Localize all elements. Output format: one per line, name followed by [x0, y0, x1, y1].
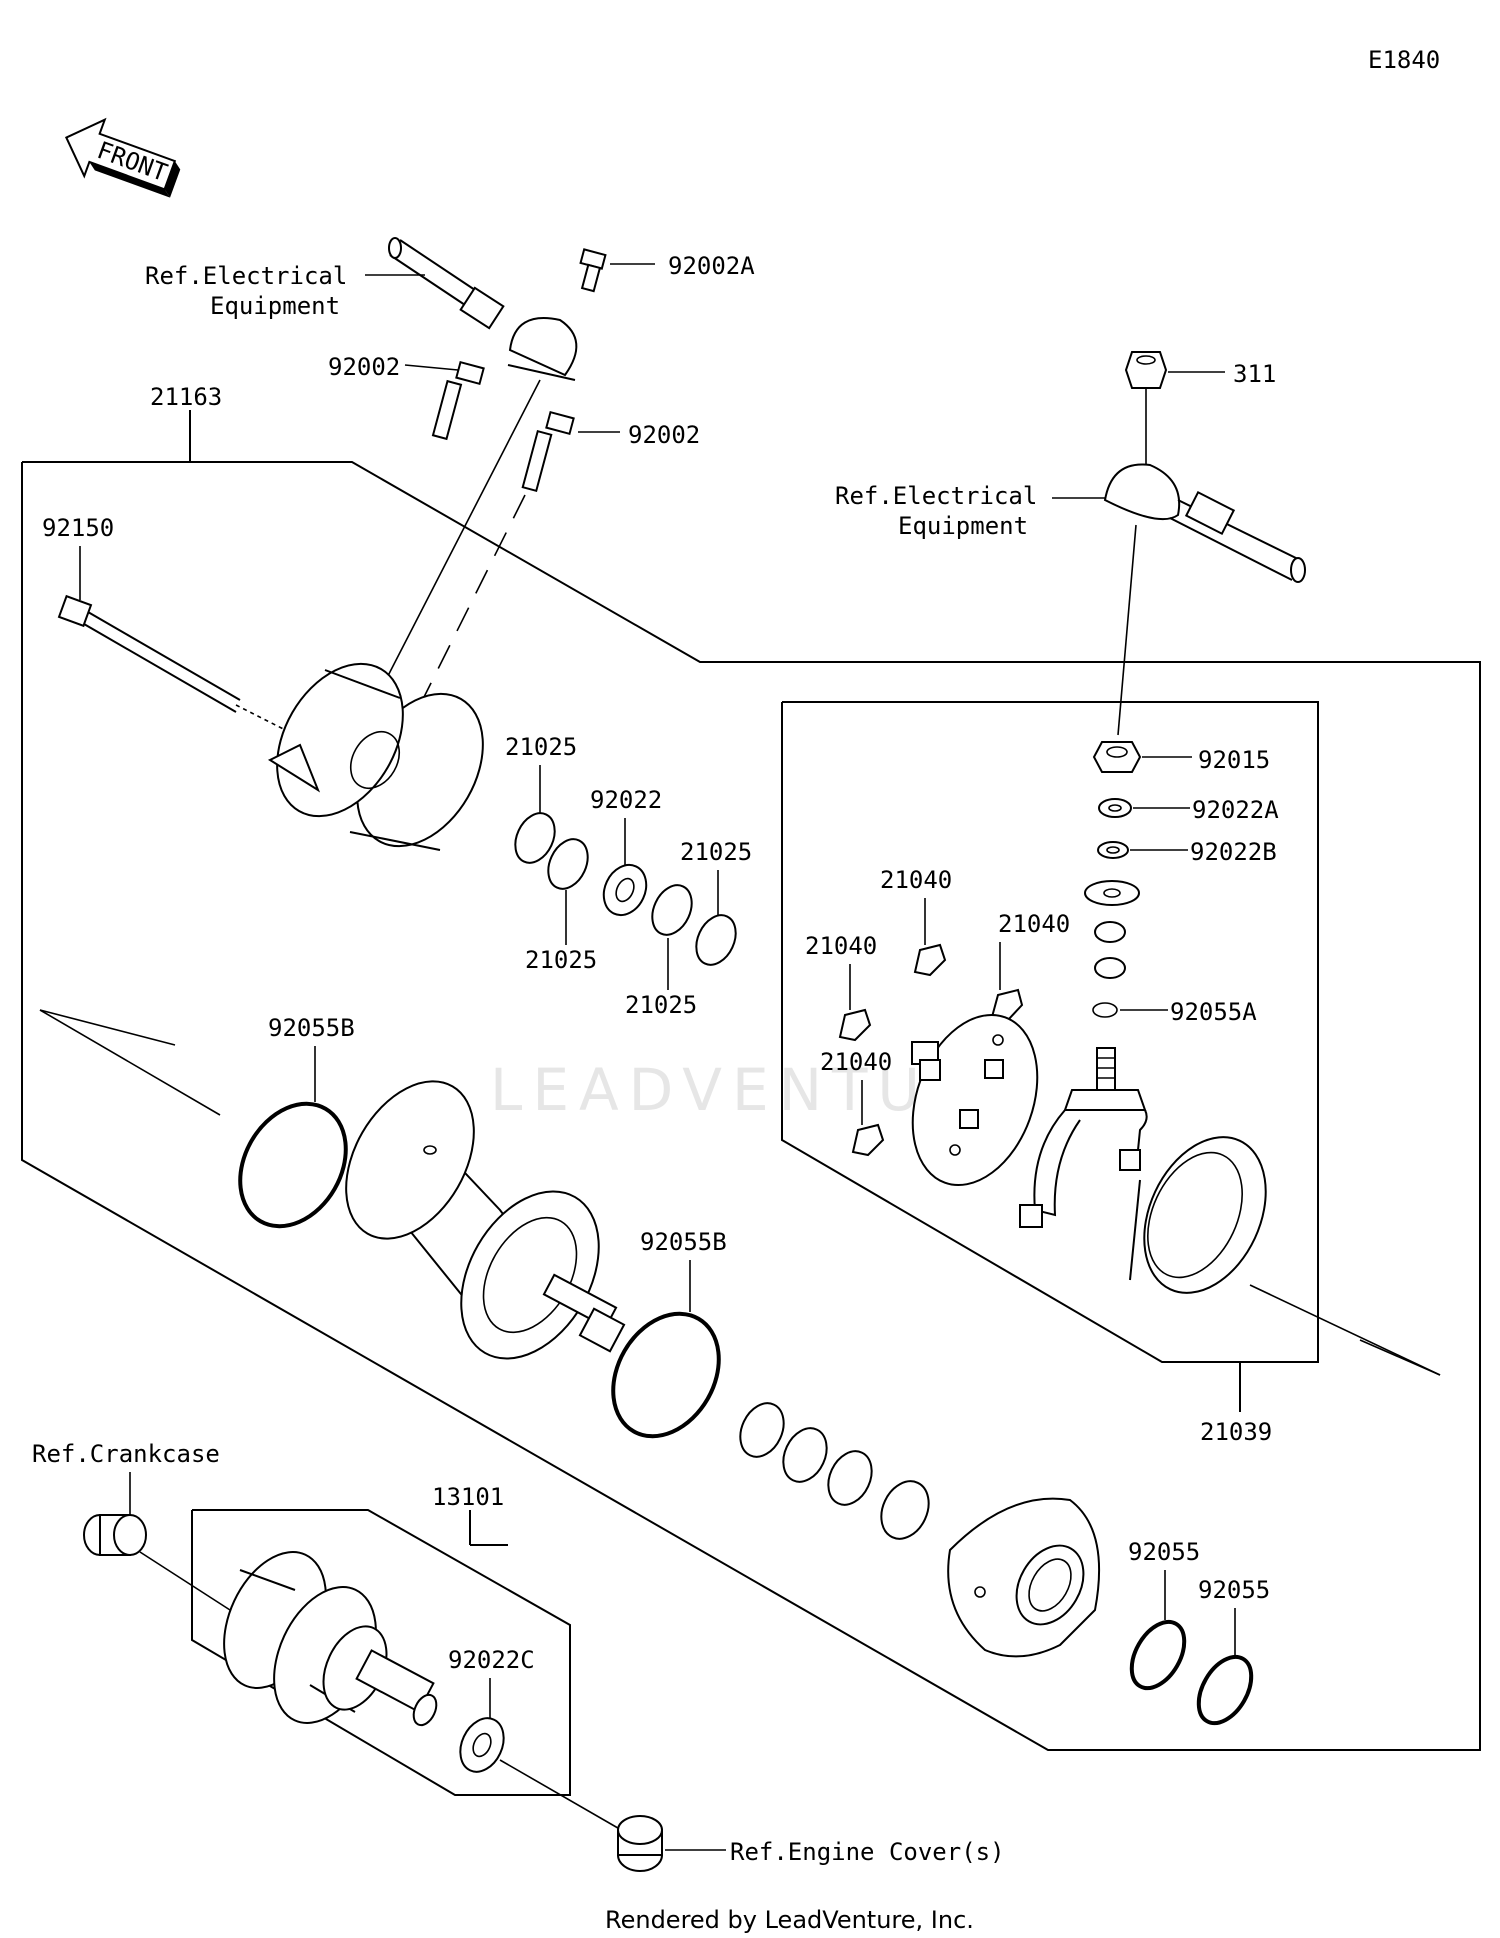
ref-engine-cover: Ref.Engine Cover(s)	[730, 1838, 1005, 1866]
ref-electrical-2-line2: Equipment	[898, 512, 1028, 540]
label-92055b-a: 92055B	[268, 1014, 355, 1042]
washer-92022c	[459, 1717, 505, 1773]
oring-92055-a	[1129, 1619, 1187, 1691]
oring-92055b-a	[238, 1101, 348, 1229]
label-21025-a: 21025	[505, 733, 577, 761]
label-21025-d: 21025	[680, 838, 752, 866]
label-92055a: 92055A	[1170, 998, 1257, 1026]
end-ring	[1129, 1136, 1267, 1294]
starter-cable-1	[388, 237, 578, 381]
leader-bolt-axis	[404, 494, 526, 736]
label-92002-left: 92002	[328, 353, 400, 381]
insulator-washer	[1084, 880, 1140, 906]
starter-clutch-gear	[223, 1551, 438, 1727]
label-92022b: 92022B	[1190, 838, 1277, 866]
brush-21040-d	[851, 1123, 885, 1157]
brush-plate	[911, 1013, 1039, 1187]
insulator-washer-2	[1094, 921, 1126, 943]
label-92055-a: 92055	[1128, 1538, 1200, 1566]
washer-rear-1	[739, 1402, 785, 1458]
label-21025-c: 21025	[625, 991, 697, 1019]
oring-92055b-b	[611, 1311, 721, 1439]
terminal-bolt-holder	[1019, 1047, 1148, 1228]
washer-92022a	[1098, 798, 1132, 818]
label-92022: 92022	[590, 786, 662, 814]
label-21025-b: 21025	[525, 946, 597, 974]
washer-21025-d	[695, 914, 737, 966]
front-cover-housing	[267, 662, 484, 851]
ref-electrical-1-line1: Ref.Electrical	[145, 262, 347, 290]
rear-cover	[947, 1497, 1101, 1658]
label-92022a: 92022A	[1192, 796, 1279, 824]
label-21039: 21039	[1200, 1418, 1272, 1446]
footer: Rendered by LeadVenture, Inc.	[605, 1906, 974, 1934]
label-21163: 21163	[150, 383, 222, 411]
bolt-92002-left	[431, 360, 485, 441]
axis-line-right-2	[1359, 1339, 1441, 1376]
label-92002-right: 92002	[628, 421, 700, 449]
label-92022c: 92022C	[448, 1646, 535, 1674]
starter-cable-2	[1103, 463, 1306, 583]
leader-crankcase-axis	[139, 1551, 231, 1611]
axis-line-left	[39, 1009, 176, 1046]
ref-crankcase: Ref.Crankcase	[32, 1440, 220, 1468]
insulator-washer-3	[1094, 957, 1126, 979]
nut-311	[1124, 351, 1168, 389]
bolt-92002-right	[521, 410, 575, 493]
bushing-crankcase	[83, 1514, 147, 1556]
washer-21025-c	[651, 884, 693, 936]
ref-electrical-2-line1: Ref.Electrical	[835, 482, 1037, 510]
label-21040-a: 21040	[880, 866, 952, 894]
oring-92055-b	[1196, 1654, 1254, 1726]
washer-21025-a	[514, 812, 556, 864]
axis-line-left-2	[39, 1009, 221, 1116]
retainer-plate	[880, 1480, 930, 1540]
label-92002a: 92002A	[668, 252, 755, 280]
ref-electrical-1-line2: Equipment	[210, 292, 340, 320]
washer-92022b	[1097, 841, 1129, 859]
washer-92022	[602, 863, 648, 917]
label-92150: 92150	[42, 514, 114, 542]
label-92015: 92015	[1198, 746, 1270, 774]
brush-21040-a	[913, 943, 947, 977]
yoke-armature	[345, 1080, 626, 1360]
outline-13101	[191, 1509, 571, 1796]
label-311: 311	[1233, 360, 1276, 388]
diagram-id: E1840	[1368, 46, 1440, 74]
label-92055-b: 92055	[1198, 1576, 1270, 1604]
label-21040-c: 21040	[805, 932, 877, 960]
label-92055b-b: 92055B	[640, 1228, 727, 1256]
bushing-engine-cover	[617, 1815, 663, 1872]
washer-21025-b	[547, 838, 589, 890]
leader-cable-2	[1117, 524, 1137, 736]
leader-92002-left	[404, 364, 459, 371]
brush-21040-b	[990, 988, 1024, 1022]
outline-21163	[21, 461, 1481, 1751]
washer-rear-3	[827, 1450, 873, 1506]
brush-21040-c	[838, 1008, 872, 1042]
label-13101: 13101	[432, 1483, 504, 1511]
bolt-92002a	[579, 248, 607, 293]
axis-line-right	[1249, 1284, 1441, 1376]
label-21040-d: 21040	[820, 1048, 892, 1076]
leader-engine-cover-axis	[499, 1759, 631, 1836]
through-bolt-92150	[57, 594, 306, 741]
washer-rear-2	[782, 1427, 828, 1483]
label-21040-b: 21040	[998, 910, 1070, 938]
front-arrow-icon: FRONT	[64, 117, 181, 198]
oring-92055a	[1092, 1002, 1118, 1018]
